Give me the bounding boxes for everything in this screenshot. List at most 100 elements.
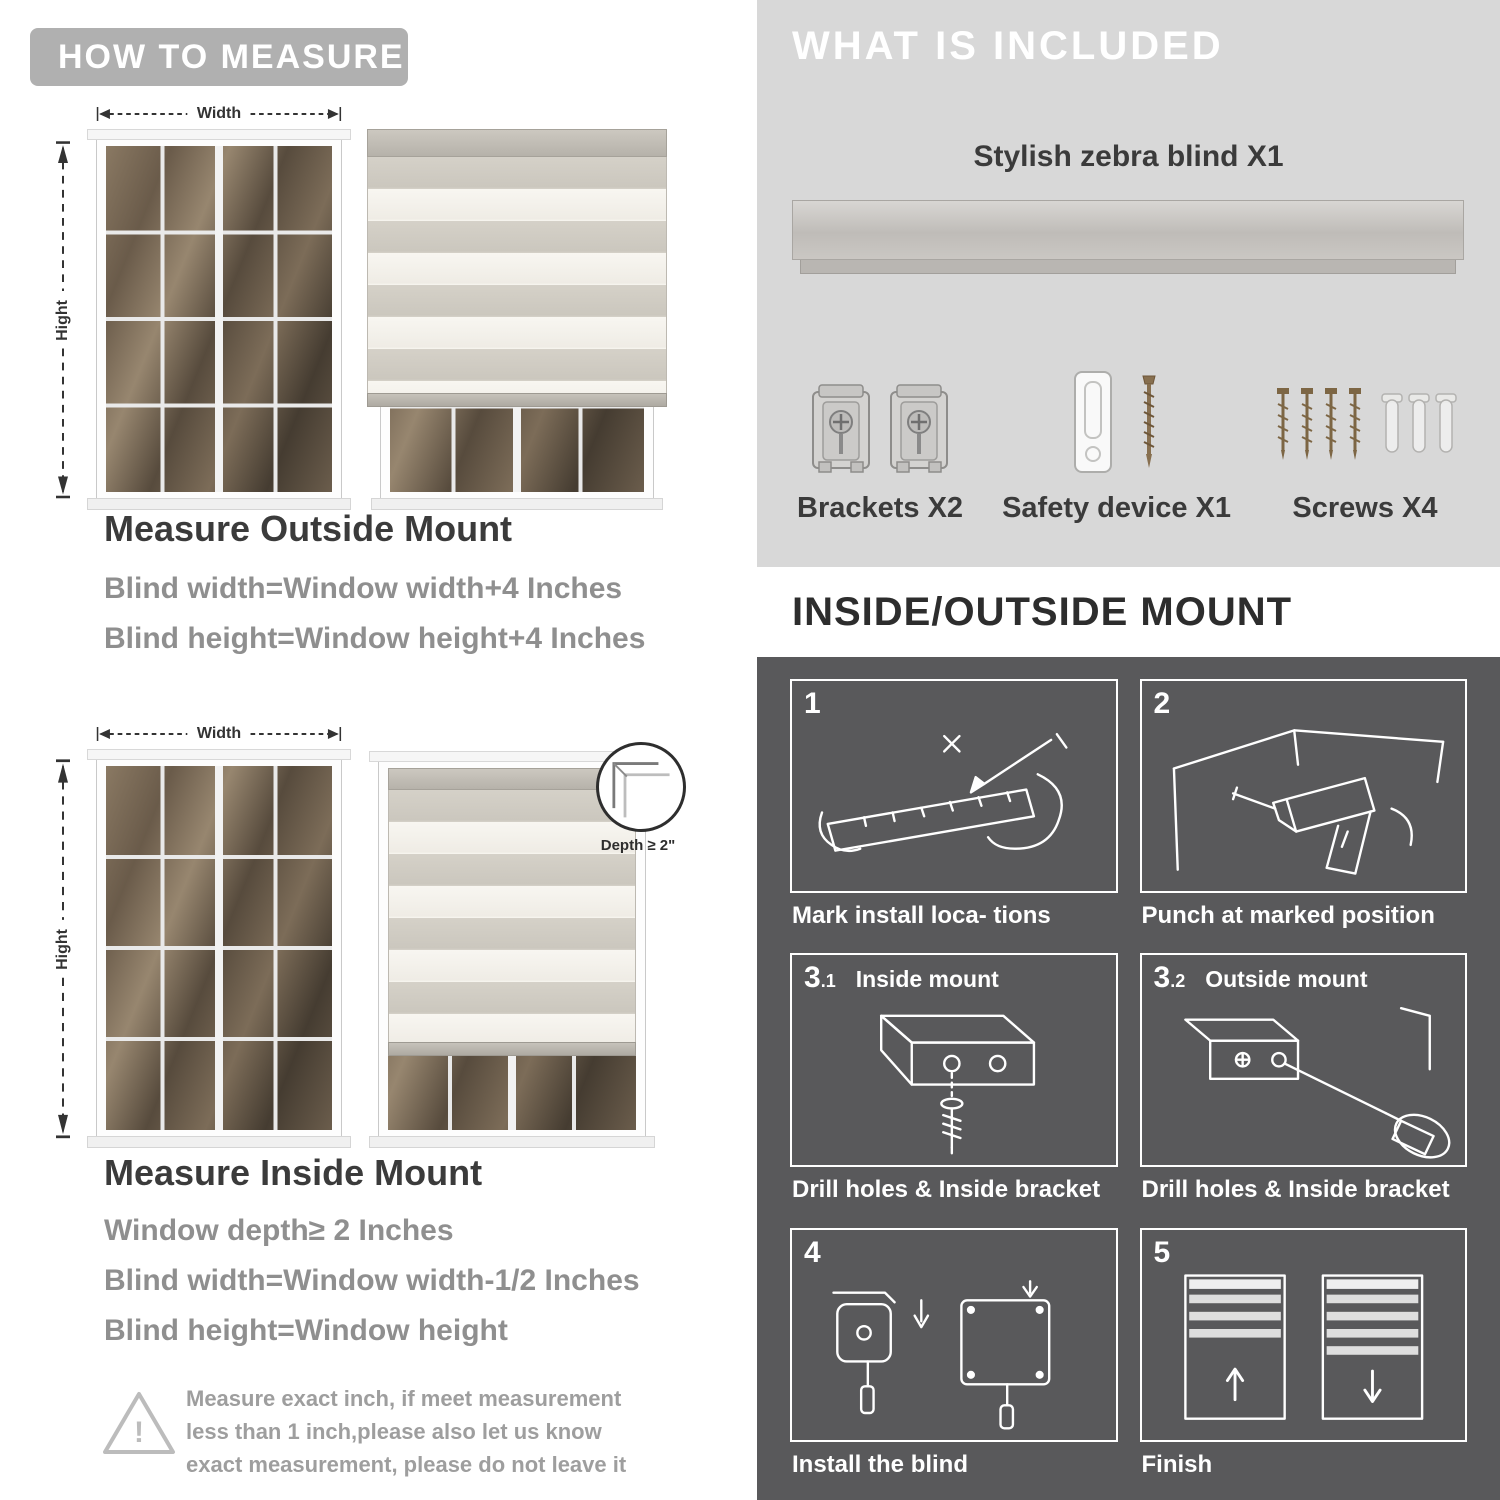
window-glass [106,146,332,492]
warning-note: Measure exact inch, if meet measurement … [186,1386,627,1477]
step-number: 1 [804,687,821,720]
inside-bracket-illustration [880,1015,1036,1155]
blind-stripes [367,157,667,393]
arrow-right-icon [250,727,342,741]
width-arrow: Width [96,104,342,124]
step-label: Inside mount [855,966,999,993]
inside-rule-height: Blind height=Window height [104,1314,508,1347]
headrail-body [792,200,1464,260]
right-column: WHAT IS INCLUDED Stylish zebra blind X1 [757,0,1500,1500]
safety-device-label: Safety device X1 [1002,492,1231,524]
bracket-icon [812,384,871,473]
height-arrow: Hight [52,758,74,1140]
how-to-measure-section: HOW TO MEASURE Width Hight [30,28,688,1477]
warning-triangle-icon: ! [103,1392,175,1454]
mount-title: INSIDE/OUTSIDE MOUNT [792,589,1293,634]
step-panel-5: 5 [1139,1227,1467,1442]
step-caption: Finish [1141,1450,1213,1478]
brackets-label: Brackets X2 [797,492,964,524]
safety-device-icon [1073,371,1156,473]
mount-header-band: INSIDE/OUTSIDE MOUNT [757,567,1500,657]
step-panel-2: 2 [1139,679,1467,893]
step-panel-4: 4 [790,1227,1118,1442]
headrail-lip [800,260,1456,274]
step-cell-4: 4 [790,1227,1118,1478]
screw-icons [1270,326,1460,478]
warning-exclamation: ! [134,1416,144,1449]
what-is-included-title: WHAT IS INCLUDED [792,24,1224,68]
step-number: 5 [1153,1235,1171,1269]
mount-steps-section: 1 [757,657,1500,1500]
step-header: 2 [1154,687,1191,721]
bracket-icons [809,326,951,478]
arrow-down-icon [56,348,70,499]
blind-bottom-rail [388,1042,636,1056]
depth-callout-label: Depth ≥ 2" [600,837,676,854]
height-label: Hight [54,299,71,341]
how-to-measure-header: HOW TO MEASURE [30,28,408,86]
width-arrow: Width [96,724,342,744]
arrow-up-icon [56,759,70,920]
mount-steps-grid: 1 [790,679,1467,1478]
step-cell-3-1: 3.1 Inside mount [790,953,1118,1203]
arrow-down-icon [56,978,70,1139]
step-cell-5: 5 [1139,1227,1467,1478]
step-subnumber: .2 [1170,971,1186,992]
included-items: Brackets X2 Safety [797,326,1460,525]
zebra-blind [388,768,636,1056]
inside-mount-title: Measure Inside Mount [104,1152,483,1193]
included-item-brackets: Brackets X2 [797,326,963,525]
height-arrow: Hight [52,140,74,500]
how-to-measure-title: HOW TO MEASURE [58,37,405,76]
blind-stripes [388,790,636,1042]
step-caption: Install the blind [792,1450,969,1478]
inside-rule-depth: Window depth≥ 2 Inches [104,1214,454,1247]
width-label: Width [196,105,242,122]
arrow-left-icon [96,727,188,741]
blind-cassette [367,129,667,157]
step-cell-3-2: 3.2 Outside mount [1139,953,1467,1204]
safety-device-icons [1057,326,1177,478]
step-panel-1: 1 [790,679,1118,893]
step-caption: Drill holes & Inside bracket [1141,1176,1450,1204]
drill-illustration [1172,729,1444,875]
included-item-screws: Screws X4 [1270,326,1460,525]
step-number: 3 [1153,961,1171,995]
finish-illustration [1183,1274,1423,1420]
outside-mount-blind-window [367,129,667,510]
height-label: Hight [54,928,71,970]
screws-label: Screws X4 [1292,492,1438,524]
step-subnumber: .1 [820,971,836,992]
depth-callout: Depth ≥ 2" [596,742,688,854]
measured-window [87,129,351,510]
install-blind-illustration [832,1279,1051,1430]
outside-mount-title: Measure Outside Mount [104,508,513,549]
what-is-included-section: WHAT IS INCLUDED Stylish zebra blind X1 [757,0,1500,567]
step-cell-2: 2 [1139,679,1467,929]
mark-locations-illustration [818,732,1068,853]
step-label: Outside mount [1205,966,1368,993]
arrow-right-icon [250,107,342,121]
window-glass [106,766,332,1130]
window-corner-icon [612,762,670,818]
blind-bottom-rail [367,393,667,407]
step-header: 3.2 Outside mount [1154,961,1368,995]
outside-bracket-illustration [1183,1007,1450,1159]
step-panel-3-1: 3.1 Inside mount [790,953,1118,1168]
arrow-left-icon [96,107,188,121]
step-caption: Drill holes & Inside bracket [792,1176,1101,1204]
step-cell-1: 1 [790,679,1118,929]
outside-rule-width: Blind width=Window width+4 Inches [104,572,623,605]
magnifier-circle-icon [596,742,686,832]
measured-window [87,749,351,1148]
inside-mount-blind-window [369,751,655,1148]
bracket-icon [890,384,949,473]
zebra-blind-headrail [792,200,1464,274]
inside-rule-width: Blind width=Window width-1/2 Inches [104,1264,640,1297]
zebra-blind [367,129,667,407]
step-number: 3 [804,961,821,995]
included-item-safety-device: Safety device X1 [1002,326,1231,525]
screws-icon [1276,388,1457,460]
step-panel-3-2: 3.2 Outside mount [1139,953,1467,1168]
